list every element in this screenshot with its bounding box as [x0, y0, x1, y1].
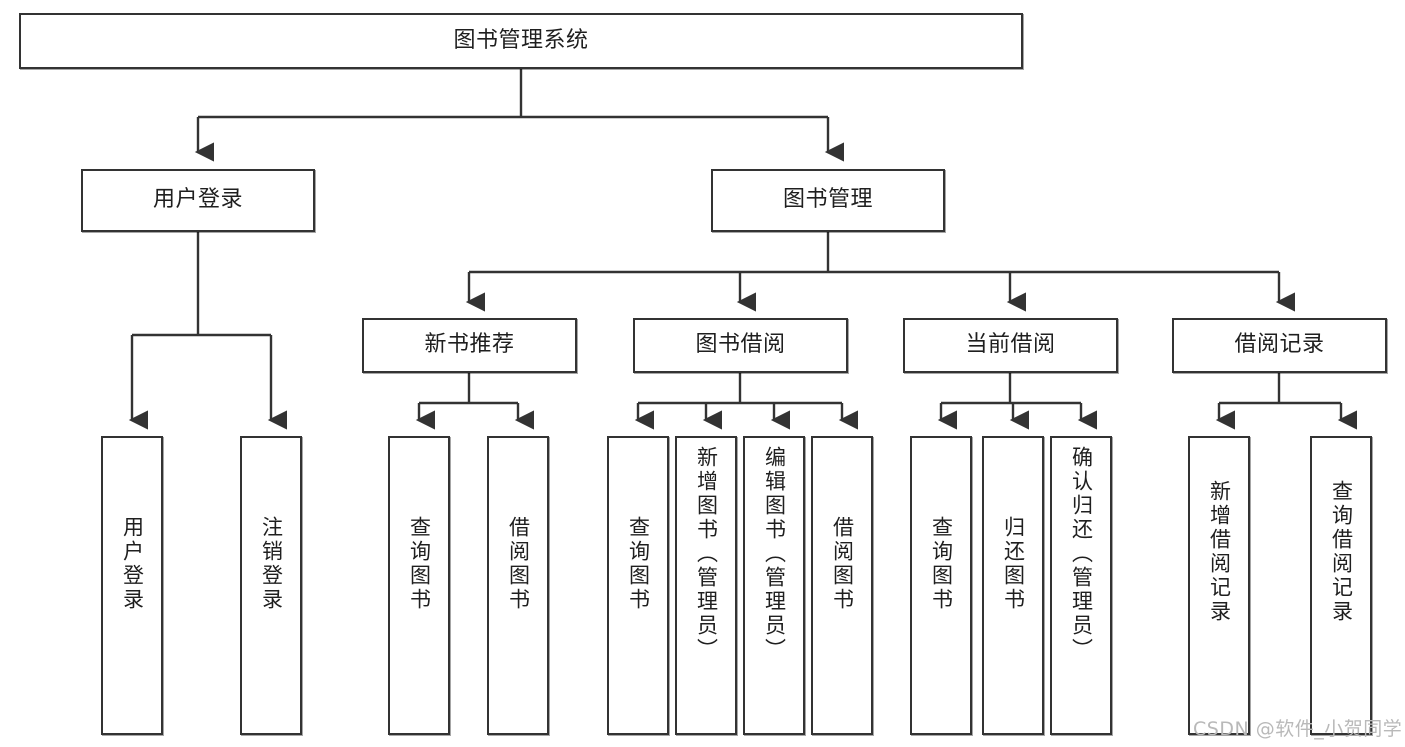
csdn-watermark: CSDN @软件_小贺同学 [1193, 718, 1403, 740]
node-root-label: 图书管理系统 [453, 27, 589, 53]
node-book-borrow-label: 图书借阅 [695, 332, 786, 358]
node-user-login[interactable]: 用户登录 [81, 169, 315, 232]
node-new-book-recommend-label: 新书推荐 [424, 332, 515, 358]
node-leaf-edit-book[interactable]: 编辑图书（管理员） [743, 436, 805, 735]
node-new-book-recommend[interactable]: 新书推荐 [362, 318, 577, 373]
node-leaf-user-login[interactable]: 用户登录 [101, 436, 163, 735]
node-leaf-borrow-book-1-label: 借阅图书 [506, 516, 531, 612]
node-leaf-add-book-label: 新增图书（管理员） [694, 446, 719, 662]
node-book-manage-label: 图书管理 [782, 187, 873, 213]
node-leaf-borrow-book-1[interactable]: 借阅图书 [487, 436, 549, 735]
node-borrow-record-label: 借阅记录 [1234, 332, 1325, 358]
node-current-borrow[interactable]: 当前借阅 [903, 318, 1118, 373]
node-leaf-query-book-3[interactable]: 查询图书 [910, 436, 972, 735]
node-leaf-query-book-2[interactable]: 查询图书 [607, 436, 669, 735]
node-leaf-query-book-3-label: 查询图书 [929, 516, 954, 612]
node-leaf-query-book-2-label: 查询图书 [626, 516, 651, 612]
node-leaf-edit-book-label: 编辑图书（管理员） [762, 446, 787, 662]
node-root[interactable]: 图书管理系统 [19, 13, 1023, 69]
node-book-borrow[interactable]: 图书借阅 [633, 318, 848, 373]
node-leaf-logout-label: 注销登录 [259, 516, 284, 612]
node-leaf-confirm-return-label: 确认归还（管理员） [1069, 446, 1094, 662]
node-leaf-add-record[interactable]: 新增借阅记录 [1188, 436, 1250, 735]
node-current-borrow-label: 当前借阅 [965, 332, 1056, 358]
node-leaf-borrow-book-2[interactable]: 借阅图书 [811, 436, 873, 735]
node-leaf-query-record[interactable]: 查询借阅记录 [1310, 436, 1372, 735]
node-leaf-query-book-1[interactable]: 查询图书 [388, 436, 450, 735]
node-leaf-add-record-label: 新增借阅记录 [1207, 480, 1232, 624]
node-book-manage[interactable]: 图书管理 [711, 169, 945, 232]
node-leaf-borrow-book-2-label: 借阅图书 [830, 516, 855, 612]
node-leaf-confirm-return[interactable]: 确认归还（管理员） [1050, 436, 1112, 735]
node-leaf-query-record-label: 查询借阅记录 [1329, 480, 1354, 624]
node-leaf-query-book-1-label: 查询图书 [407, 516, 432, 612]
node-leaf-return-book[interactable]: 归还图书 [982, 436, 1044, 735]
node-leaf-add-book[interactable]: 新增图书（管理员） [675, 436, 737, 735]
node-leaf-return-book-label: 归还图书 [1001, 516, 1026, 612]
node-borrow-record[interactable]: 借阅记录 [1172, 318, 1387, 373]
node-user-login-label: 用户登录 [152, 187, 243, 213]
node-leaf-user-login-label: 用户登录 [120, 516, 145, 612]
node-leaf-logout[interactable]: 注销登录 [240, 436, 302, 735]
